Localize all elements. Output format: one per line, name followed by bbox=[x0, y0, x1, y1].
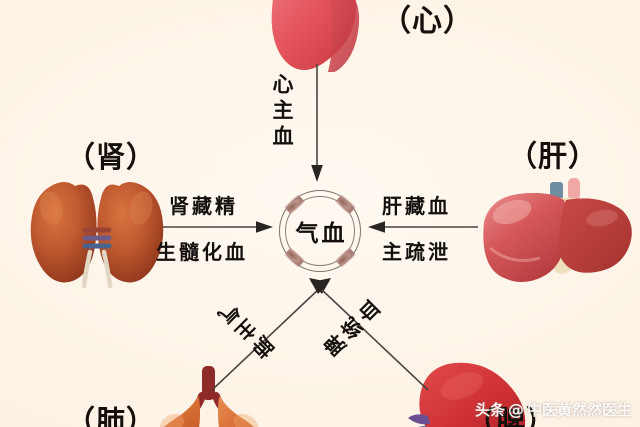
annotation-kidney-top: 肾藏精 bbox=[169, 194, 238, 218]
organ-liver bbox=[483, 178, 632, 282]
organ-label-kidney: （肾） bbox=[66, 140, 157, 174]
arrow-liver-to-center bbox=[368, 221, 478, 233]
organ-label-liver: （肝） bbox=[508, 139, 599, 173]
organ-heart bbox=[271, 0, 360, 72]
qi-xue-roundel: 气血 bbox=[279, 190, 361, 272]
organ-label-spleen: （脾） bbox=[466, 404, 557, 427]
organ-lung bbox=[159, 366, 259, 427]
annotation-liver-bottom: 主疏泄 bbox=[382, 240, 451, 264]
watermark-platform: 头条 bbox=[474, 401, 505, 419]
arrow-kidney-to-center bbox=[163, 221, 273, 233]
annotation-liver-top: 肝藏血 bbox=[382, 194, 451, 218]
arrow-heart-to-center bbox=[311, 64, 323, 182]
organ-label-heart: （心） bbox=[381, 4, 474, 39]
annotation-kidney-bottom: 生髓化血 bbox=[156, 240, 248, 264]
watermark-author: 中医黄然然医生 bbox=[526, 401, 632, 419]
qi-xue-label: 气血 bbox=[295, 220, 348, 247]
annotation-heart: 心主血 bbox=[270, 73, 295, 151]
arrow-spleen-to-center bbox=[309, 278, 429, 391]
roundel-inner-ring bbox=[285, 196, 355, 266]
watermark-at-sign: @ bbox=[507, 400, 524, 419]
organ-spleen bbox=[408, 362, 526, 427]
organ-kidney bbox=[30, 182, 164, 288]
organ-label-lung: （肺） bbox=[66, 404, 157, 427]
roundel-outer-ring bbox=[279, 190, 361, 272]
watermark: 头条 @ 中医黄然然医生 bbox=[475, 399, 632, 420]
